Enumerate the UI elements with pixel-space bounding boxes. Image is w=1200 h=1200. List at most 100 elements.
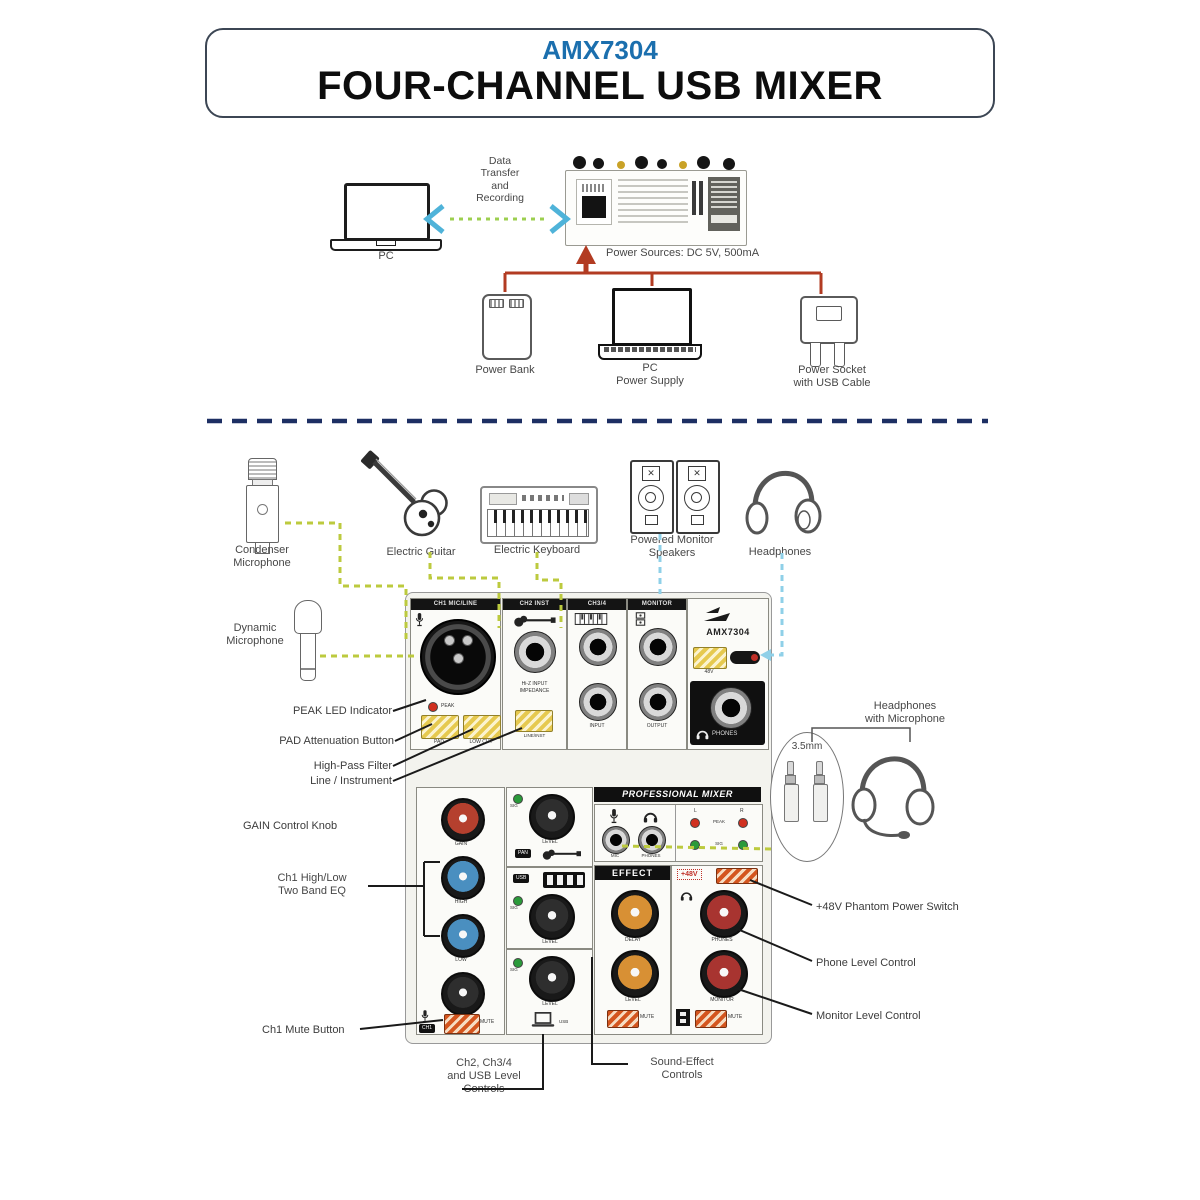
model-number: AMX7304 [542, 35, 658, 65]
effect-section: EFFECT DELAY LEVEL MUTE [594, 865, 671, 1035]
power-socket-label: Power Socket with USB Cable [793, 364, 871, 389]
phones-section: PHONES [690, 681, 765, 745]
laptop-base [598, 344, 702, 360]
high-knob-label: HIGH [454, 899, 468, 905]
electric-keyboard-label: Electric Keyboard [493, 544, 581, 556]
monitor-level-knob [700, 950, 748, 998]
delay-knob-label: DELAY [624, 937, 642, 943]
ch34-level-knob [529, 894, 575, 940]
sig-led [513, 794, 523, 804]
mic-icon [609, 809, 619, 824]
power-supply-laptop-icon [598, 288, 702, 360]
woofer-dome [691, 492, 702, 503]
headset-icon [851, 756, 935, 839]
rear-texture [582, 184, 606, 192]
dip-switch [567, 875, 573, 885]
left-channel-text: L [694, 808, 697, 814]
strip-ch1-header: CH1 MIC/LINE [411, 599, 500, 610]
xlr-pin [444, 635, 455, 646]
mute-text: MUTE [480, 1019, 495, 1025]
dip-switch [557, 875, 563, 885]
mic-handle [300, 633, 316, 681]
pc-label: PC [378, 250, 394, 262]
usb-text: USB [559, 1019, 569, 1024]
callout-hpf: High-Pass Filter [313, 760, 392, 772]
switch-red-dot [751, 654, 758, 661]
mixer-panel: CH1 MIC/LINE PEAK PAD LOW CUT CH2 INST H… [405, 592, 772, 1044]
peak-led-text: PEAK [441, 703, 455, 709]
gain-knob-label: GAIN [454, 841, 468, 847]
peak-led-right [738, 818, 748, 828]
ch1-mute-button [444, 1014, 480, 1034]
headphone-glyph-icon [696, 728, 709, 740]
pc-laptop-icon [330, 183, 442, 253]
line-inst-text: LINE/INST [523, 733, 546, 738]
callout-peak-led: PEAK LED Indicator [292, 705, 392, 717]
right-channel-text: R [740, 808, 744, 814]
electric-guitar-icon [361, 450, 448, 537]
woofer-dome [645, 492, 656, 503]
sig-led [513, 958, 523, 968]
callout-phantom: +48V Phantom Power Switch [816, 901, 959, 913]
electric-guitar-label: Electric Guitar [386, 546, 456, 558]
sig-text: SIG [510, 967, 518, 972]
phones-jack [710, 687, 752, 729]
mixer-rear-icon [565, 154, 747, 246]
strip-brand: AMX7304 48V PHONES [687, 598, 769, 750]
callout-line-inst: Line / Instrument [310, 775, 392, 787]
callout-pad: PAD Attenuation Button [279, 735, 394, 747]
monitor-output-jack [639, 683, 677, 721]
callout-sound-effect: Sound-Effect Controls [650, 1056, 714, 1081]
mic-grill [248, 458, 277, 480]
peak-meter-text: PEAK [712, 819, 725, 824]
speaker-glyph-icon [634, 612, 647, 626]
effect-level-knob [611, 950, 659, 998]
mic-jack-text: MIC [610, 853, 620, 858]
tag-square [680, 1012, 686, 1016]
laptop-screen [612, 288, 692, 346]
ch1-control-strip: GAIN HIGH LOW LEVEL CH1 MUTE [416, 787, 505, 1035]
sig-text: SIG [510, 803, 518, 808]
output-level-section: +48V PHONES MONITOR MUTE [671, 865, 763, 1035]
peak-led-left [690, 818, 700, 828]
usb-laptop-icon [531, 1012, 555, 1027]
sig-meter-text: SIG [715, 841, 723, 846]
monitor-output-jack [639, 628, 677, 666]
xlr-pin [453, 653, 464, 664]
mute-text: MUTE [640, 1014, 655, 1020]
brand-text: AMX7304 [706, 627, 750, 637]
mic-line [301, 668, 315, 670]
rear-jack [617, 161, 625, 169]
headset-label: Headphones with Microphone [864, 700, 946, 725]
sig-led [513, 896, 523, 906]
headphone-glyph-icon [643, 810, 658, 823]
power-sources-label: Power Sources: DC 5V, 500mA [606, 247, 760, 259]
title-banner: AMX7304 FOUR-CHANNEL USB MIXER [205, 28, 995, 118]
phantom-power-button [716, 868, 758, 884]
plug-collar [785, 775, 796, 784]
rear-knob [635, 156, 648, 169]
sig-led-left [690, 840, 700, 850]
level-knob-label: LEVEL [542, 1001, 558, 1007]
xlr-combo-jack [420, 619, 496, 695]
dip-switch [577, 875, 583, 885]
headphone-glyph-icon [680, 890, 693, 901]
level-knob-label: LEVEL [542, 939, 558, 945]
ts-plug-icon [784, 761, 799, 845]
output-text: OUTPUT [646, 723, 668, 729]
phones-text: PHONES [712, 731, 738, 737]
usb-tag: USB [513, 874, 530, 883]
strip-monitor: MONITOR OUTPUT [627, 598, 687, 750]
dynamic-mic-icon [293, 600, 323, 684]
phantom-48v-text: 48V [704, 669, 714, 675]
ch1-tag: CH1 [419, 1024, 436, 1033]
speakers-label: Powered Monitor Speakers [630, 534, 714, 559]
callout-monitor-level: Monitor Level Control [816, 1010, 921, 1022]
callout-gain: GAIN Control Knob [243, 820, 338, 832]
input-text: INPUT [589, 723, 605, 729]
level-knob-label: LEVEL [625, 997, 641, 1003]
headset-phones-jack [638, 826, 666, 854]
phones-jack-text: PHONES [641, 853, 661, 858]
strip-ch34-header: CH3/4 [568, 599, 626, 610]
